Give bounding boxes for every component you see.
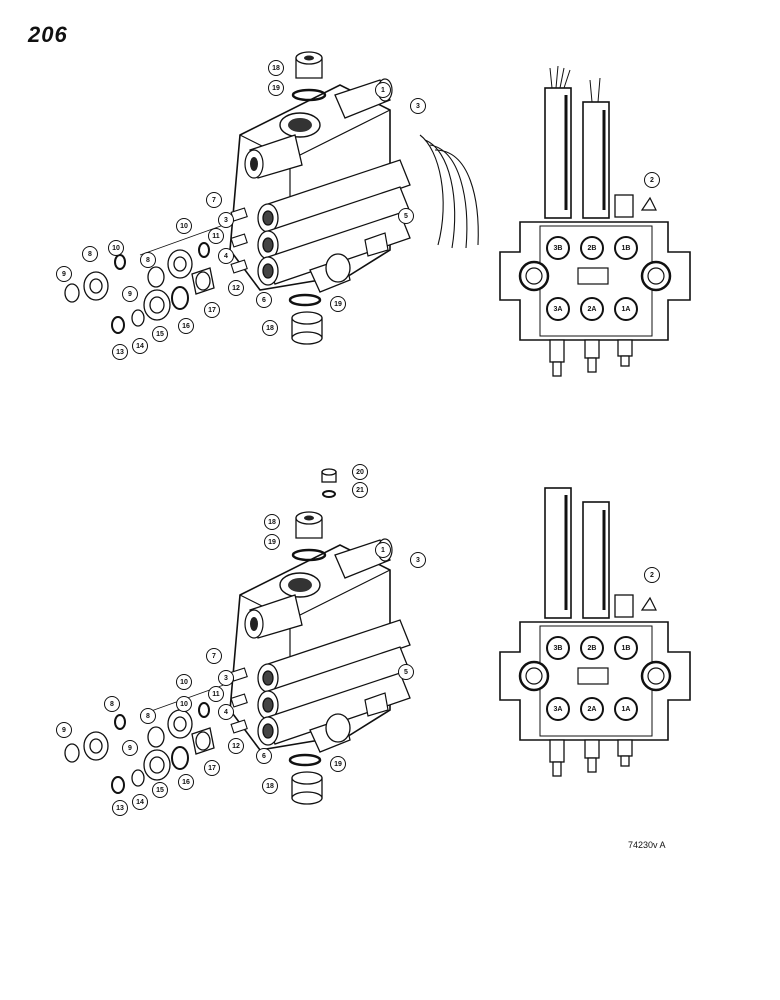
callout: 11	[208, 228, 224, 244]
top-exploded-assembly	[63, 50, 479, 346]
callout: 6	[256, 748, 272, 764]
callout: 9	[122, 286, 138, 302]
spool-port-2a: 2A	[580, 697, 604, 721]
callout: 12	[228, 738, 244, 754]
callout: 18	[268, 60, 284, 76]
callout: 7	[206, 648, 222, 664]
callout: 17	[204, 302, 220, 318]
callout: 7	[206, 192, 222, 208]
callout: 4	[218, 704, 234, 720]
spool-port-2b: 2B	[580, 236, 604, 260]
spool-port-1b: 1B	[614, 236, 638, 260]
callout: 12	[228, 280, 244, 296]
callout: 8	[104, 696, 120, 712]
callout: 8	[140, 708, 156, 724]
callout: 9	[56, 722, 72, 738]
callout: 9	[122, 740, 138, 756]
callout: 14	[132, 794, 148, 810]
callout: 10	[176, 696, 192, 712]
top-valve-side-view	[498, 65, 692, 378]
figure-code: 74230v A	[628, 840, 666, 850]
callout: 21	[352, 482, 368, 498]
callout: 15	[152, 782, 168, 798]
callout: 13	[112, 344, 128, 360]
callout: 19	[330, 296, 346, 312]
callout-2-bottom: 2	[644, 567, 660, 583]
callout: 19	[330, 756, 346, 772]
callout: 17	[204, 760, 220, 776]
callout: 10	[176, 674, 192, 690]
callout: 16	[178, 318, 194, 334]
spool-port-1a: 1A	[614, 297, 638, 321]
callout: 15	[152, 326, 168, 342]
callout: 4	[218, 248, 234, 264]
bottom-valve-side-view	[498, 486, 692, 778]
callout: 1	[375, 542, 391, 558]
callout: 6	[256, 292, 272, 308]
callout: 3	[410, 98, 426, 114]
callout: 18	[262, 320, 278, 336]
callout: 5	[398, 208, 414, 224]
spool-port-1b: 1B	[614, 636, 638, 660]
spool-port-2b: 2B	[580, 636, 604, 660]
callout: 14	[132, 338, 148, 354]
callout: 19	[264, 534, 280, 550]
callout: 16	[178, 774, 194, 790]
spool-port-3a: 3A	[546, 297, 570, 321]
callout: 9	[56, 266, 72, 282]
spool-port-2a: 2A	[580, 297, 604, 321]
callout: 19	[268, 80, 284, 96]
callout: 3	[410, 552, 426, 568]
spool-port-1a: 1A	[614, 697, 638, 721]
callout: 10	[108, 240, 124, 256]
bottom-exploded-assembly	[63, 468, 412, 806]
spool-port-3b: 3B	[546, 636, 570, 660]
callout: 8	[140, 252, 156, 268]
callout-2-top: 2	[644, 172, 660, 188]
spool-port-3b: 3B	[546, 236, 570, 260]
callout: 8	[82, 246, 98, 262]
callout: 18	[264, 514, 280, 530]
callout: 10	[176, 218, 192, 234]
callout: 3	[218, 212, 234, 228]
callout: 3	[218, 670, 234, 686]
spool-port-3a: 3A	[546, 697, 570, 721]
callout: 1	[375, 82, 391, 98]
callout: 18	[262, 778, 278, 794]
callout: 20	[352, 464, 368, 480]
page-number: 206	[28, 22, 68, 47]
callout: 11	[208, 686, 224, 702]
callout: 5	[398, 664, 414, 680]
callout: 13	[112, 800, 128, 816]
